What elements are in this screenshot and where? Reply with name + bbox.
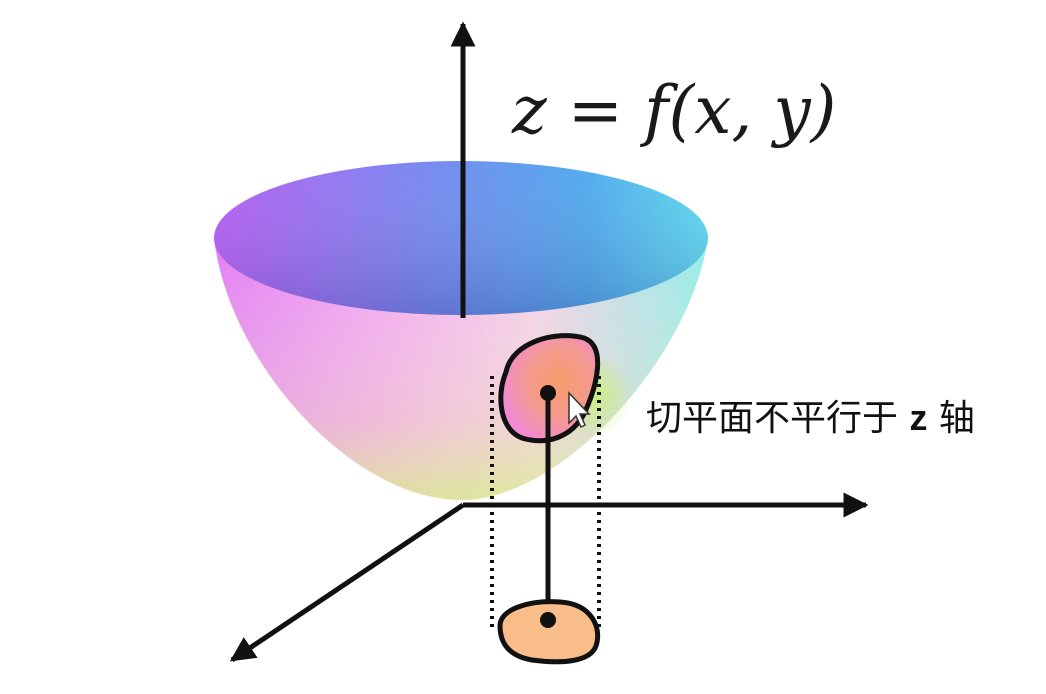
tangent-plane-note: 切平面不平行于 z 轴 [646, 400, 975, 437]
paraboloid-surface [214, 161, 708, 500]
note-text-before: 切平面不平行于 [646, 398, 910, 439]
projection-lines [490, 376, 601, 628]
note-text-after: 轴 [927, 398, 975, 439]
projected-point [540, 612, 556, 628]
projected-region [497, 599, 601, 665]
axes [229, 492, 869, 663]
surface-equation: z = f(x, y) [512, 72, 837, 149]
mouse-cursor-icon [568, 391, 591, 429]
note-axis-letter: z [909, 397, 928, 438]
surface-point [540, 385, 556, 401]
y-axis [229, 502, 465, 663]
